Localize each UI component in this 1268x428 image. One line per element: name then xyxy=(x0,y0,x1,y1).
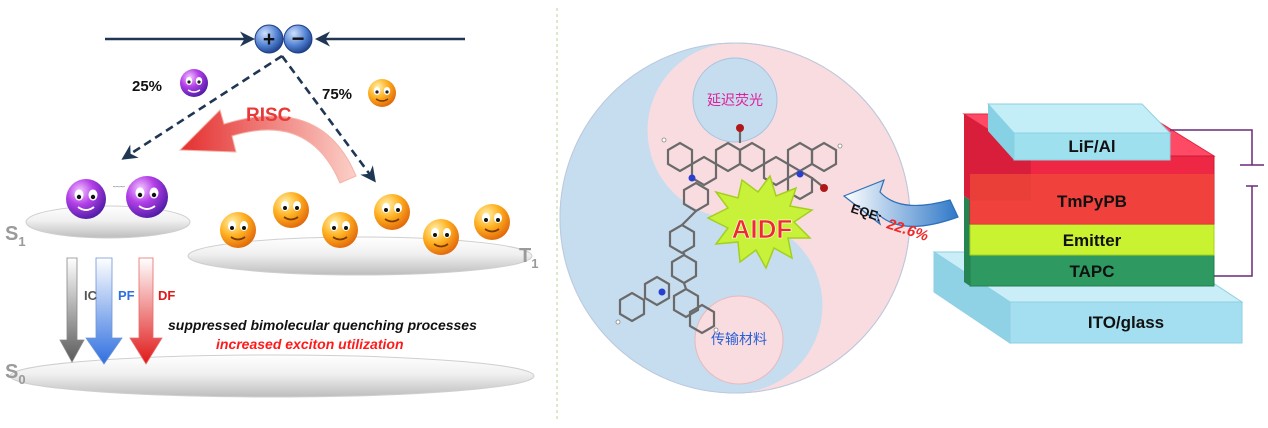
device-stack: ITO/glass TAPC Emitter TmPyPB LiF/Al xyxy=(932,103,1264,344)
triplet-excitons xyxy=(220,192,510,255)
s1-level-disc xyxy=(25,205,191,239)
triplet-exciton-icon xyxy=(220,212,256,248)
plus-sign: + xyxy=(263,28,275,51)
t1-label: T1 xyxy=(519,245,538,271)
triplet-exciton-icon xyxy=(374,194,410,230)
delayed-fluorescence-label: 延迟荧光 xyxy=(707,92,763,109)
ic-label: IC xyxy=(84,288,98,303)
df-label: DF xyxy=(158,288,175,303)
left-panel: + − 25% 75% RISC xyxy=(5,24,538,398)
yin-yang-diagram: 延迟荧光 传输材料 xyxy=(559,42,911,394)
triplet-exciton-icon xyxy=(322,212,358,248)
top-eye-circle xyxy=(692,57,778,143)
circuit-wire xyxy=(1170,129,1264,277)
s0-label: S0 xyxy=(5,361,26,387)
singlet-exciton-icon xyxy=(126,176,168,218)
triplet-exciton-icon xyxy=(474,204,510,240)
pf-label: PF xyxy=(118,288,135,303)
singlet-ratio-label: 25% xyxy=(132,78,162,95)
df-arrow xyxy=(129,257,163,365)
s0-level-disc xyxy=(9,354,535,398)
eqe-arrow xyxy=(842,178,959,227)
layer-label: LiF/Al xyxy=(1068,137,1115,156)
singlet-formation-arrow xyxy=(121,54,283,160)
swirl-mark: ﹏ xyxy=(113,175,125,189)
triplet-exciton-icon-small xyxy=(368,79,396,107)
layer-emitter: Emitter xyxy=(969,223,1215,256)
caption-utilization: increased exciton utilization xyxy=(216,336,404,352)
molecule-atoms xyxy=(615,124,843,333)
singlet-exciton-icon xyxy=(66,179,106,219)
layer-label: TAPC xyxy=(1069,262,1114,281)
layer-label: Emitter xyxy=(1063,231,1122,250)
layer-lif-al: LiF/Al xyxy=(986,103,1172,161)
risc-arrow xyxy=(178,109,357,184)
minus-sign: − xyxy=(292,26,305,51)
singlet-excitons: ﹏ xyxy=(66,175,168,219)
triplet-exciton-icon xyxy=(423,219,459,255)
triplet-exciton-icon xyxy=(273,192,309,228)
aidf-label: AIDF xyxy=(732,214,793,244)
triplet-ratio-label: 75% xyxy=(322,86,352,103)
s1-label: S1 xyxy=(5,223,26,249)
risc-label: RISC xyxy=(246,105,292,126)
pf-arrow xyxy=(85,257,123,365)
hole-charge-icon: + xyxy=(254,24,284,54)
bottom-eye-circle xyxy=(694,295,784,385)
ic-arrow xyxy=(59,257,85,363)
caption-quenching: suppressed bimolecular quenching process… xyxy=(168,317,477,333)
singlet-exciton-icon-small xyxy=(180,69,208,97)
molecule-structure xyxy=(618,130,838,335)
electron-charge-icon: − xyxy=(283,24,313,54)
layer-label: TmPyPB xyxy=(1057,192,1127,211)
aidf-burst xyxy=(706,174,814,270)
layer-label: ITO/glass xyxy=(1088,313,1164,332)
transport-material-label: 传输材料 xyxy=(711,332,767,348)
